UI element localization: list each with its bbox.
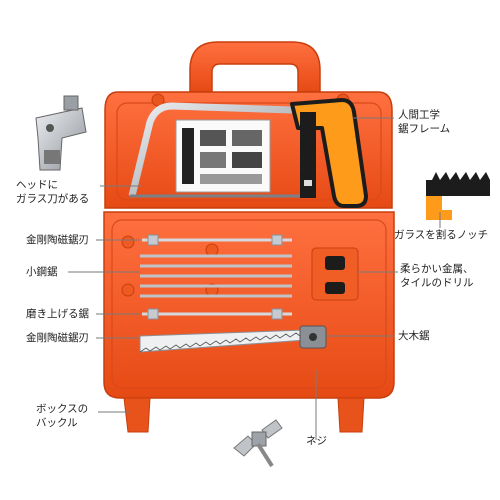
glass-cutter-head-icon xyxy=(35,95,87,171)
label-buckle-line-1: ボックスの xyxy=(36,403,89,415)
label-screw: ネジ xyxy=(306,435,327,447)
label-drill-line-1: 柔らかい金属、 xyxy=(400,263,474,275)
label-frame-line-2: 鋸フレーム xyxy=(398,123,451,135)
label-glass-head-line-2: ガラス刀がある xyxy=(16,193,90,205)
label-small-saw: 小鋼鋸 xyxy=(26,266,58,278)
case-handle xyxy=(189,41,321,93)
label-glass-head: ヘッドに ガラス刀がある xyxy=(16,178,89,206)
label-notch: ガラスを割るノッチ xyxy=(394,229,489,241)
label-glass-head-line-1: ヘッドに xyxy=(16,179,58,191)
label-wood-saw: 大木鋸 xyxy=(398,330,430,342)
blade-set xyxy=(139,234,327,353)
label-frame-line-1: 人間工学 xyxy=(398,109,440,121)
glass-breaking-notch-icon xyxy=(426,172,490,220)
label-polish: 磨き上げる鋸 xyxy=(26,308,89,320)
lid-peg-left xyxy=(151,93,165,107)
label-drill-line-2: タイルのドリル xyxy=(400,277,474,289)
hacksaw-frame xyxy=(128,98,368,208)
label-buckle-line-2: バックル xyxy=(36,417,78,429)
label-drill: 柔らかい金属、 タイルのドリル xyxy=(400,262,474,290)
drill-holder xyxy=(311,247,359,301)
case-tray xyxy=(103,211,395,399)
label-carbide-top: 金剛陶磁鋸刃 xyxy=(26,234,89,246)
label-frame: 人間工学 鋸フレーム xyxy=(398,108,450,136)
leader-lines xyxy=(68,117,441,440)
case-buckles xyxy=(123,397,365,433)
wing-screw-icon xyxy=(233,419,283,468)
label-carbide-bottom: 金剛陶磁鋸刃 xyxy=(26,332,89,344)
label-buckle: ボックスの バックル xyxy=(36,402,88,430)
